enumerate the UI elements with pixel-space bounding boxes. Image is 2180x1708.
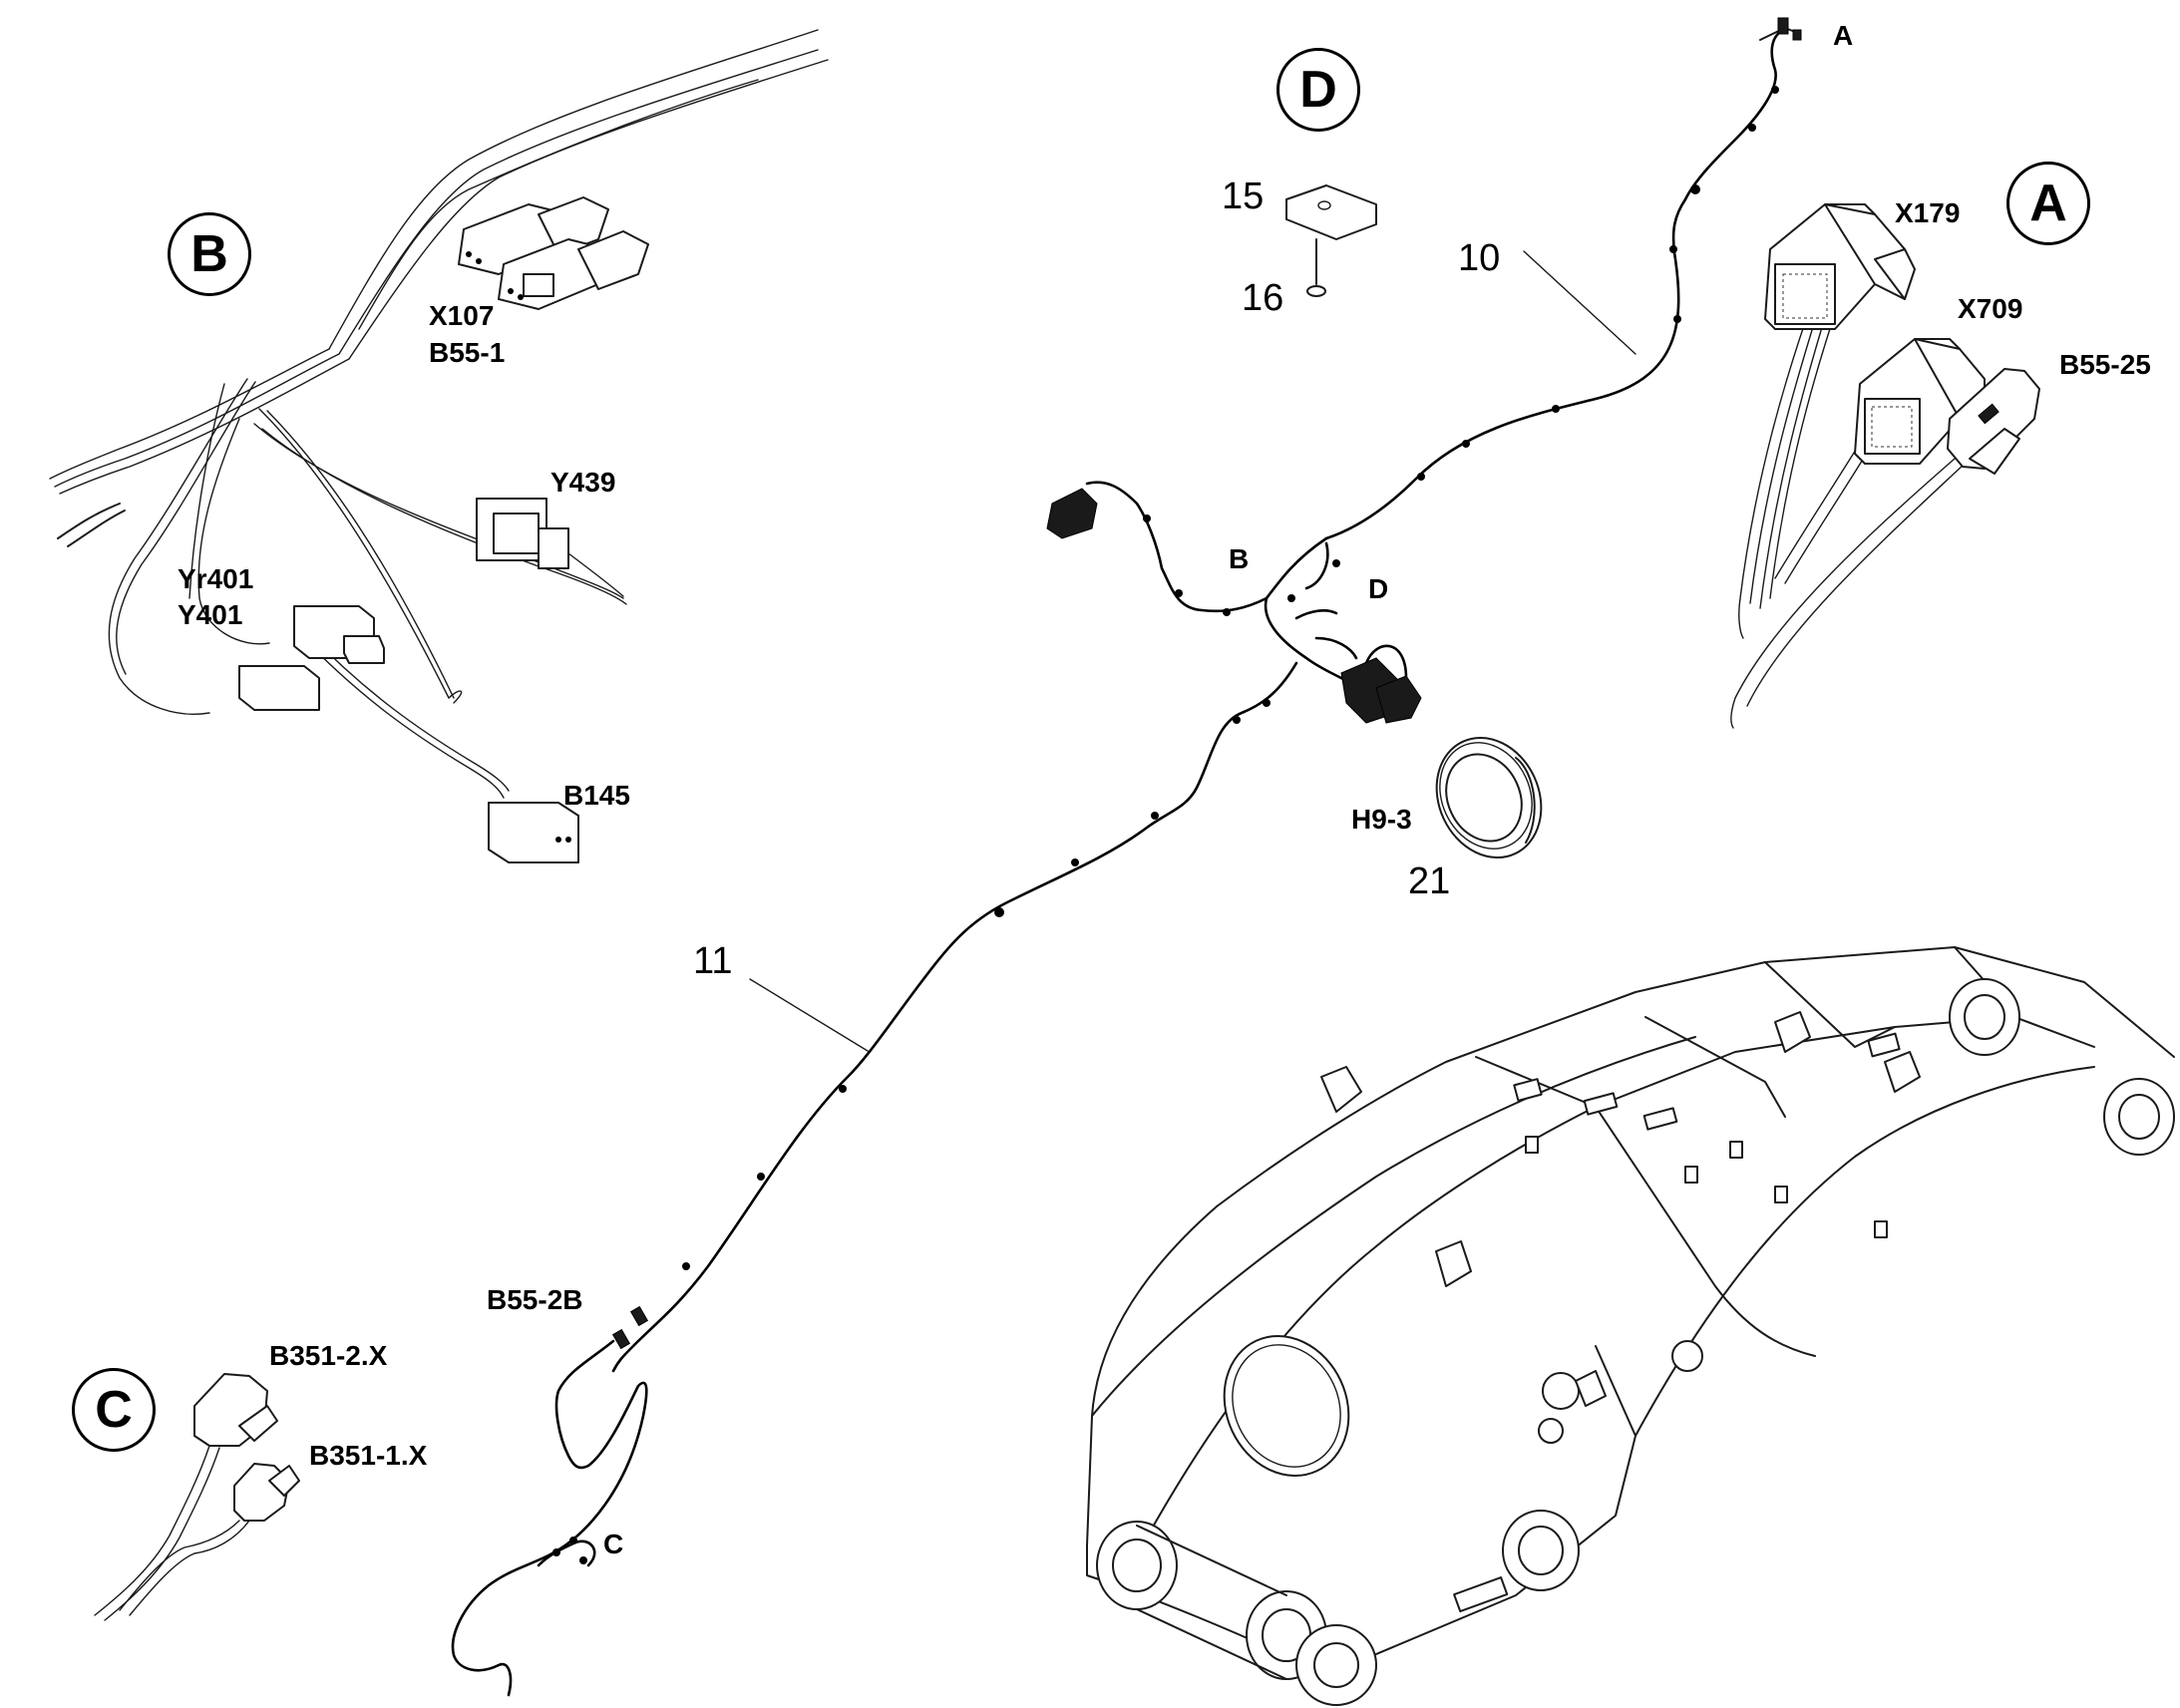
- callout-detail-a: A: [2006, 162, 2090, 245]
- detail-a-illustration: [1730, 203, 2040, 729]
- connector-x107-b55-1-illustration: [458, 196, 649, 310]
- harness-10: [1324, 17, 1802, 540]
- part-number-15: 15: [1222, 175, 1265, 217]
- part-number-11: 11: [693, 940, 733, 982]
- connector-b55-25-illustration: [1947, 368, 2040, 475]
- harness-11: [451, 661, 1298, 1697]
- connector-label-y401: Y401: [178, 599, 243, 630]
- connector-label-y439: Y439: [550, 467, 616, 498]
- connector-label-x179: X179: [1895, 197, 1961, 228]
- connector-label-b351-2x: B351-2.X: [269, 1340, 388, 1371]
- connector-label-x107: X107: [429, 300, 495, 331]
- detail-b-illustration: [49, 29, 829, 863]
- connector-label-yr401: Yr401: [178, 563, 254, 594]
- part-number-10: 10: [1458, 237, 1501, 279]
- connector-x179-illustration: [1764, 203, 1916, 330]
- junction-cluster: [1046, 481, 1422, 724]
- detail-d-illustration: [1285, 184, 1377, 297]
- harness-marker-d: D: [1368, 573, 1389, 604]
- boom-illustration: [1086, 946, 2175, 1706]
- harness-marker-c: C: [603, 1529, 624, 1559]
- connector-y401-illustration: [238, 605, 385, 711]
- connector-label-b55-1: B55-1: [429, 337, 506, 368]
- connector-label-b351-1x: B351-1.X: [309, 1440, 428, 1471]
- detail-c-illustration: [94, 1373, 300, 1621]
- connector-label-x709: X709: [1958, 293, 2023, 324]
- callout-detail-b: B: [168, 212, 251, 296]
- callout-detail-c: C: [72, 1368, 156, 1452]
- callout-detail-d: D: [1276, 48, 1360, 132]
- connector-label-h9-3: H9-3: [1351, 804, 1412, 835]
- connector-label-b55-2b: B55-2B: [487, 1284, 583, 1315]
- connector-y439-illustration: [476, 498, 624, 597]
- harness-marker-a: A: [1833, 20, 1854, 51]
- connector-label-b55-25: B55-25: [2059, 349, 2151, 380]
- connector-b145-illustration: [488, 802, 579, 863]
- harness-marker-b: B: [1229, 543, 1250, 574]
- lamp-21-illustration: [1435, 736, 1543, 859]
- connector-label-b145: B145: [563, 780, 630, 811]
- part-number-16: 16: [1242, 277, 1284, 319]
- part-number-21: 21: [1408, 860, 1451, 902]
